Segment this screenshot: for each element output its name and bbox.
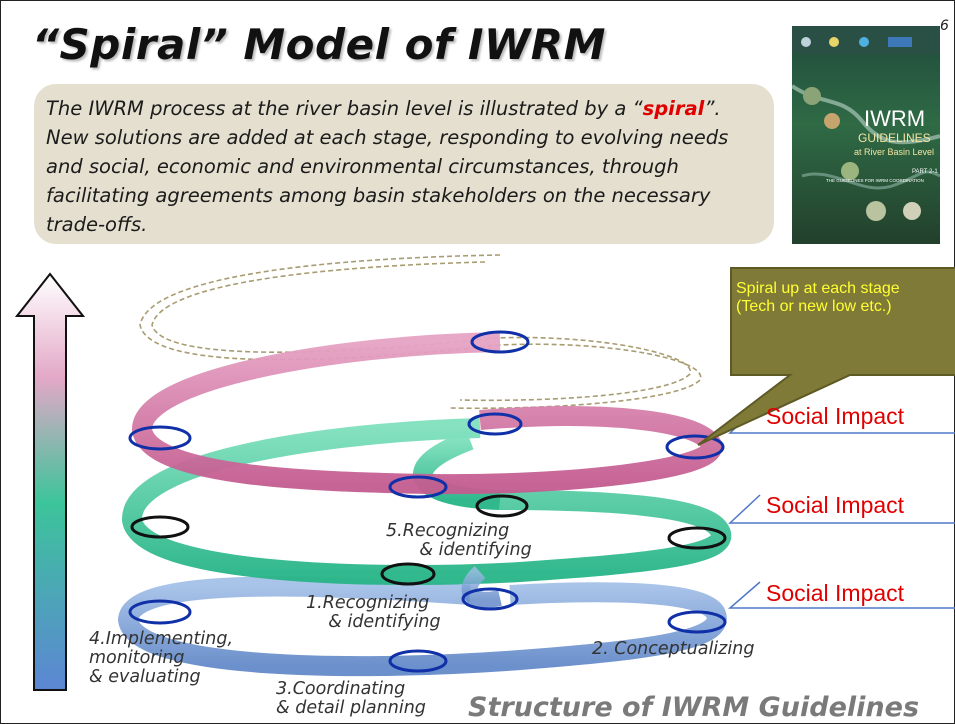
callout-line-2: (Tech or new low etc.) xyxy=(736,298,892,315)
stage-3-label: 3.Coordinating & detail planning xyxy=(276,679,426,718)
footer-caption: Structure of IWRM Guidelines xyxy=(468,692,920,723)
callout-line-1: Spiral up at each stage xyxy=(736,280,900,297)
social-impact-label-3: Social Impact xyxy=(766,580,905,606)
stage-4-label: 4.Implementing, monitoring & evaluating xyxy=(89,629,234,687)
stage-2-label: 2. Conceptualizing xyxy=(592,639,755,659)
page-number: 6 xyxy=(940,18,949,34)
callout-box xyxy=(697,267,955,446)
stage-marker xyxy=(667,610,727,634)
stage-marker xyxy=(130,515,190,539)
stage-marker xyxy=(388,649,448,673)
stage-1-label: 1.Recognizing & identifying xyxy=(306,593,441,632)
stage-marker xyxy=(388,475,448,499)
stage-marker xyxy=(475,494,529,518)
upward-arrow-icon xyxy=(15,272,85,691)
intro-text-after: ”. New solutions are added at each stage… xyxy=(46,97,729,236)
stage-marker xyxy=(665,434,725,460)
stage-marker xyxy=(667,526,727,550)
stage-marker xyxy=(380,562,436,586)
social-impact-label-1: Social Impact xyxy=(766,403,905,429)
stage-marker xyxy=(128,425,192,451)
stage-5-label: 5.Recognizing & identifying xyxy=(386,521,532,560)
intro-text: The IWRM process at the river basin leve… xyxy=(46,94,760,239)
stage-marker xyxy=(128,599,192,625)
cover-part: PART 2-1 xyxy=(912,169,938,175)
slide-title: “Spiral” Model of IWRM xyxy=(32,20,606,69)
pink-ring xyxy=(132,332,723,495)
intro-highlight: spiral xyxy=(642,97,705,120)
blue-ring xyxy=(117,576,727,677)
intro-box: The IWRM process at the river basin leve… xyxy=(34,84,774,244)
callout-text: Spiral up at each stage (Tech or new low… xyxy=(736,280,955,316)
guidelines-cover-image: IWRM GUIDELINES at River Basin Level PAR… xyxy=(792,26,940,244)
social-impact-label-2: Social Impact xyxy=(766,492,905,518)
stage-marker-top xyxy=(470,330,530,354)
cover-subtitle: GUIDELINES xyxy=(858,131,931,145)
cover-caption: THE GUIDELINES FOR IWRM COORDINATION xyxy=(826,178,924,183)
intro-text-before: The IWRM process at the river basin leve… xyxy=(46,97,643,120)
stage-marker xyxy=(467,412,523,436)
cover-title: IWRM xyxy=(864,106,925,131)
stage-marker xyxy=(461,587,519,611)
cover-level: at River Basin Level xyxy=(854,147,934,157)
